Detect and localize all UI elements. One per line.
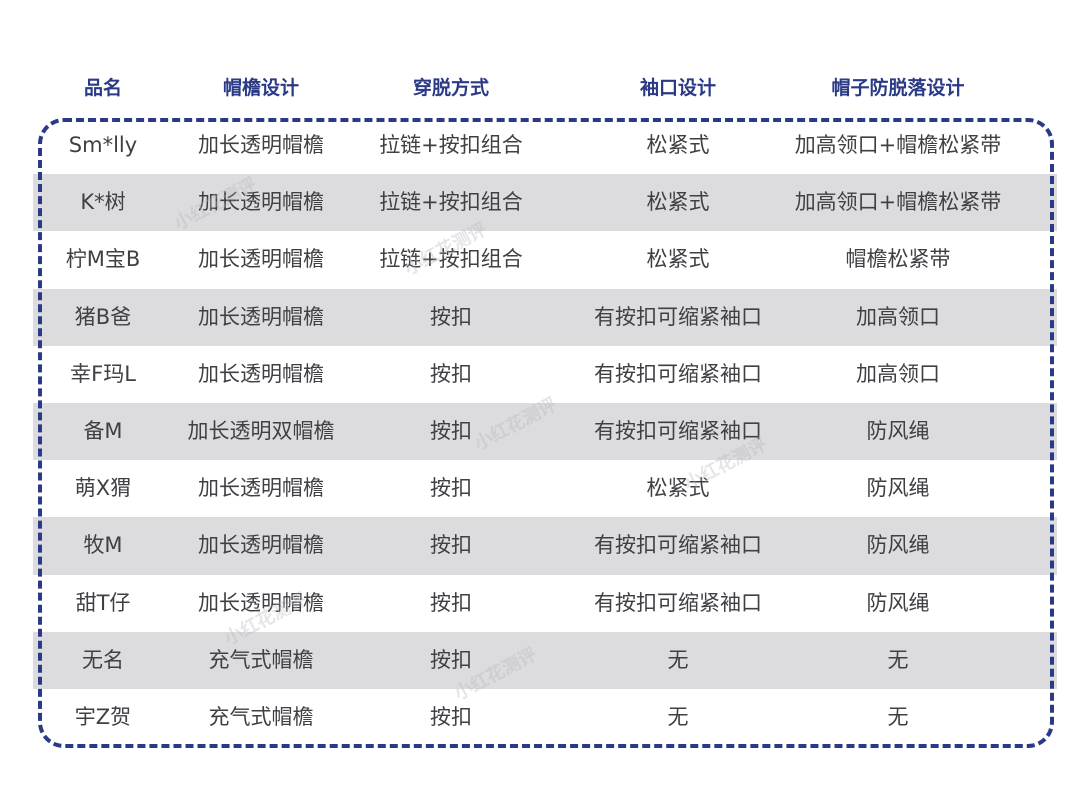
cell-cuff: 松紧式: [646, 190, 710, 215]
cell-brim: 充气式帽檐: [208, 704, 314, 729]
table-header: 品名 帽檐设计 穿脱方式 袖口设计 帽子防脱落设计: [0, 70, 1080, 106]
cell-name: 萌X猬: [74, 476, 132, 501]
cell-brim: 加长透明帽檐: [198, 247, 324, 272]
cell-name: 幸F玛L: [70, 361, 136, 386]
cell-wear: 拉链+按扣组合: [379, 190, 523, 215]
cell-wear: 按扣: [430, 418, 472, 443]
cell-brim: 加长透明帽檐: [198, 304, 324, 329]
cell-cuff: 松紧式: [646, 476, 710, 501]
table-row: 备M 加长透明双帽檐 按扣 有按扣可缩紧袖口 防风绳: [33, 402, 1057, 461]
cell-wear: 拉链+按扣组合: [379, 247, 523, 272]
cell-brim: 加长透明帽檐: [198, 533, 324, 558]
table-body: Sm*lly 加长透明帽檐 拉链+按扣组合 松紧式 加高领口+帽檐松紧带 K*树…: [33, 117, 1057, 746]
cell-cuff: 有按扣可缩紧袖口: [594, 590, 762, 615]
cell-brim: 加长透明双帽檐: [187, 418, 335, 443]
cell-hood: 无: [887, 647, 909, 672]
cell-brim: 加长透明帽檐: [198, 590, 324, 615]
cell-wear: 按扣: [430, 304, 472, 329]
cell-hood: 防风绳: [866, 476, 930, 501]
table-row: 宇Z贺 充气式帽檐 按扣 无 无: [33, 689, 1057, 746]
table-row: 萌X猬 加长透明帽檐 按扣 松紧式 防风绳: [33, 460, 1057, 517]
cell-brim: 加长透明帽檐: [198, 361, 324, 386]
cell-cuff: 松紧式: [646, 133, 710, 157]
cell-wear: 按扣: [430, 476, 472, 501]
table-row: 甜T仔 加长透明帽檐 按扣 有按扣可缩紧袖口 防风绳: [33, 575, 1057, 632]
cell-hood: 防风绳: [866, 418, 930, 443]
table-row: 牧M 加长透明帽檐 按扣 有按扣可缩紧袖口 防风绳: [33, 517, 1057, 575]
cell-cuff: 有按扣可缩紧袖口: [594, 361, 762, 386]
cell-cuff: 有按扣可缩紧袖口: [594, 533, 762, 558]
cell-brim: 充气式帽檐: [208, 647, 314, 672]
cell-hood: 防风绳: [866, 590, 930, 615]
table-row: 无名 充气式帽檐 按扣 无 无: [33, 631, 1057, 689]
cell-hood: 防风绳: [866, 533, 930, 558]
cell-name: 甜T仔: [75, 590, 131, 615]
cell-wear: 拉链+按扣组合: [379, 133, 523, 157]
table-row: K*树 加长透明帽檐 拉链+按扣组合 松紧式 加高领口+帽檐松紧带: [33, 174, 1057, 232]
cell-name: 宇Z贺: [74, 704, 132, 729]
cell-name: 猪B爸: [74, 304, 132, 329]
header-cuff-design: 袖口设计: [639, 77, 716, 99]
cell-name: 牧M: [83, 533, 123, 558]
cell-cuff: 无: [667, 704, 689, 729]
cell-wear: 按扣: [430, 704, 472, 729]
cell-hood: 加高领口+帽檐松紧带: [794, 190, 1002, 215]
cell-wear: 按扣: [430, 590, 472, 615]
cell-brim: 加长透明帽檐: [198, 190, 324, 215]
header-brim-design: 帽檐设计: [222, 77, 299, 99]
cell-hood: 加高领口: [856, 304, 940, 329]
cell-brim: 加长透明帽檐: [198, 476, 324, 501]
cell-hood: 无: [887, 704, 909, 729]
table-row: 幸F玛L 加长透明帽檐 按扣 有按扣可缩紧袖口 加高领口: [33, 346, 1057, 403]
cell-cuff: 有按扣可缩紧袖口: [594, 418, 762, 443]
cell-hood: 加高领口: [856, 361, 940, 386]
cell-wear: 按扣: [430, 361, 472, 386]
cell-cuff: 有按扣可缩紧袖口: [594, 304, 762, 329]
cell-name: 柠M宝B: [65, 247, 141, 272]
cell-wear: 按扣: [430, 647, 472, 672]
dashed-table-border: [38, 118, 1054, 748]
cell-wear: 按扣: [430, 533, 472, 558]
cell-hood: 帽檐松紧带: [845, 247, 951, 272]
table-row: 柠M宝B 加长透明帽檐 拉链+按扣组合 松紧式 帽檐松紧带: [33, 231, 1057, 288]
cell-cuff: 无: [667, 647, 689, 672]
header-hood-anti-drop: 帽子防脱落设计: [831, 77, 965, 99]
cell-name: Sm*lly: [68, 133, 138, 157]
cell-hood: 加高领口+帽檐松紧带: [794, 133, 1002, 157]
cell-cuff: 松紧式: [646, 247, 710, 272]
cell-name: 备M: [83, 418, 123, 443]
table-row: 猪B爸 加长透明帽檐 按扣 有按扣可缩紧袖口 加高领口: [33, 288, 1057, 346]
header-product-name: 品名: [83, 77, 122, 99]
header-wear-method: 穿脱方式: [412, 77, 489, 99]
table-row: Sm*lly 加长透明帽檐 拉链+按扣组合 松紧式 加高领口+帽檐松紧带: [33, 117, 1057, 174]
cell-brim: 加长透明帽檐: [198, 133, 324, 157]
cell-name: 无名: [82, 647, 124, 672]
cell-name: K*树: [80, 190, 126, 215]
